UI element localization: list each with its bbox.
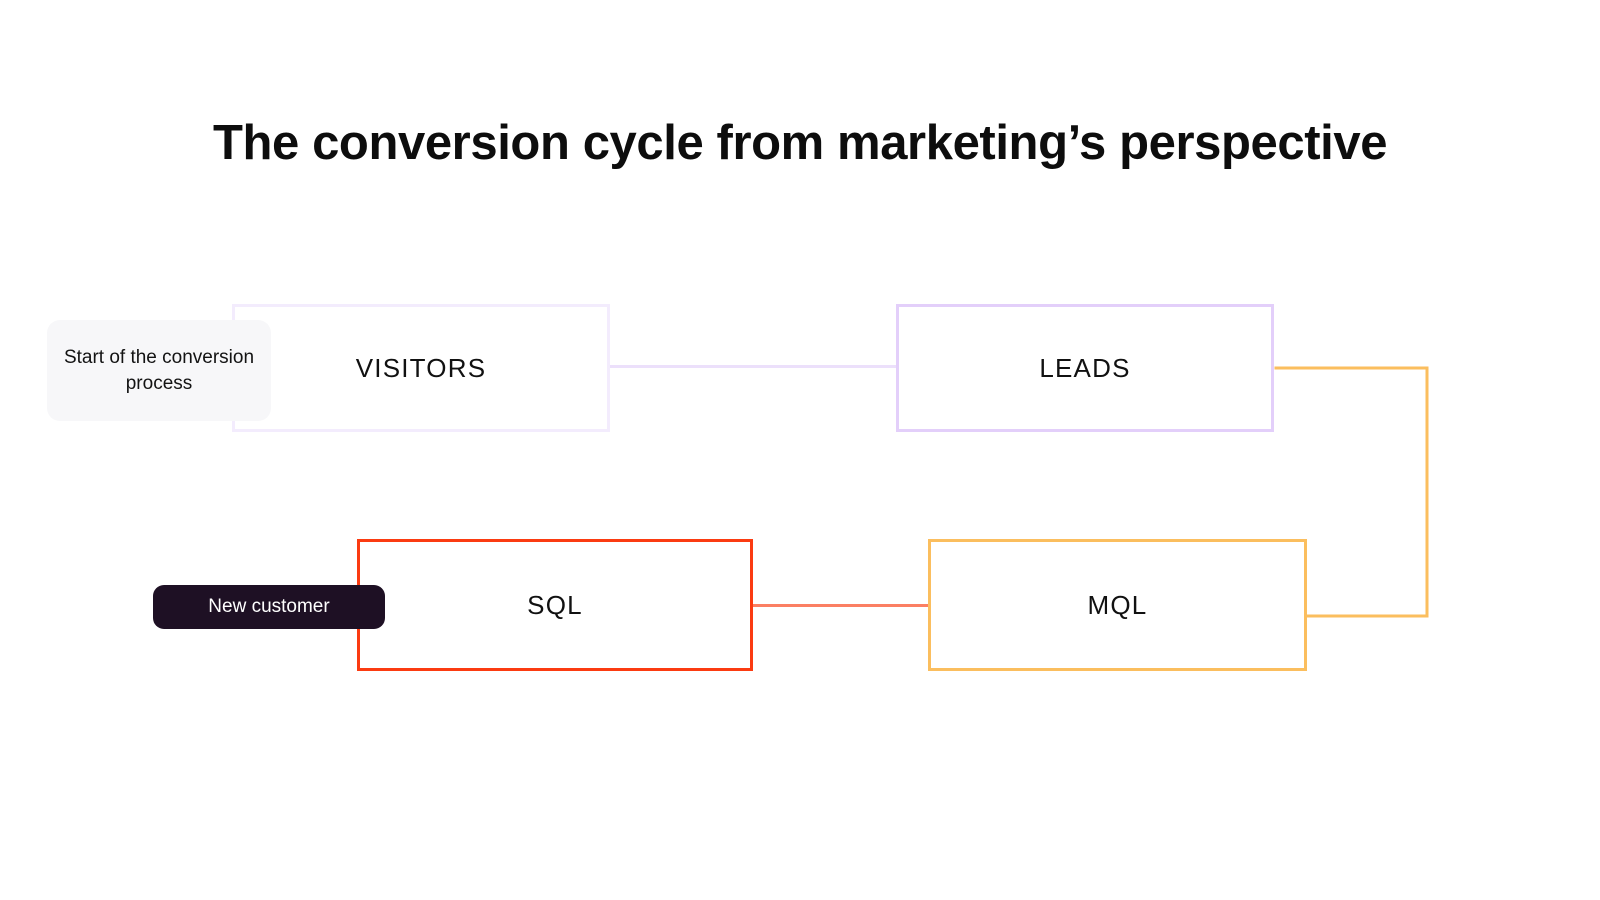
page-title: The conversion cycle from marketing’s pe… (212, 115, 1388, 170)
node-sql-label: SQL (527, 589, 583, 620)
connector-mql-to-sql (751, 604, 931, 607)
node-visitors[interactable]: VISITORS (232, 304, 610, 432)
annotation-start-of-conversion-process: Start of the conversion process (47, 320, 271, 421)
connector-leads-to-mql (1268, 358, 1438, 624)
connector-visitors-to-leads (609, 365, 899, 368)
node-leads[interactable]: LEADS (896, 304, 1274, 432)
node-sql[interactable]: SQL (357, 539, 753, 671)
annotation-new-customer-label: New customer (208, 596, 330, 617)
node-mql-label: MQL (1087, 589, 1148, 620)
annotation-new-customer: New customer (153, 585, 385, 629)
annotation-start-label: Start of the conversion process (63, 346, 255, 394)
node-leads-label: LEADS (1039, 352, 1131, 383)
leads-mql-elbow-path (1274, 366, 1429, 618)
node-visitors-label: VISITORS (355, 352, 487, 383)
node-mql[interactable]: MQL (928, 539, 1307, 671)
